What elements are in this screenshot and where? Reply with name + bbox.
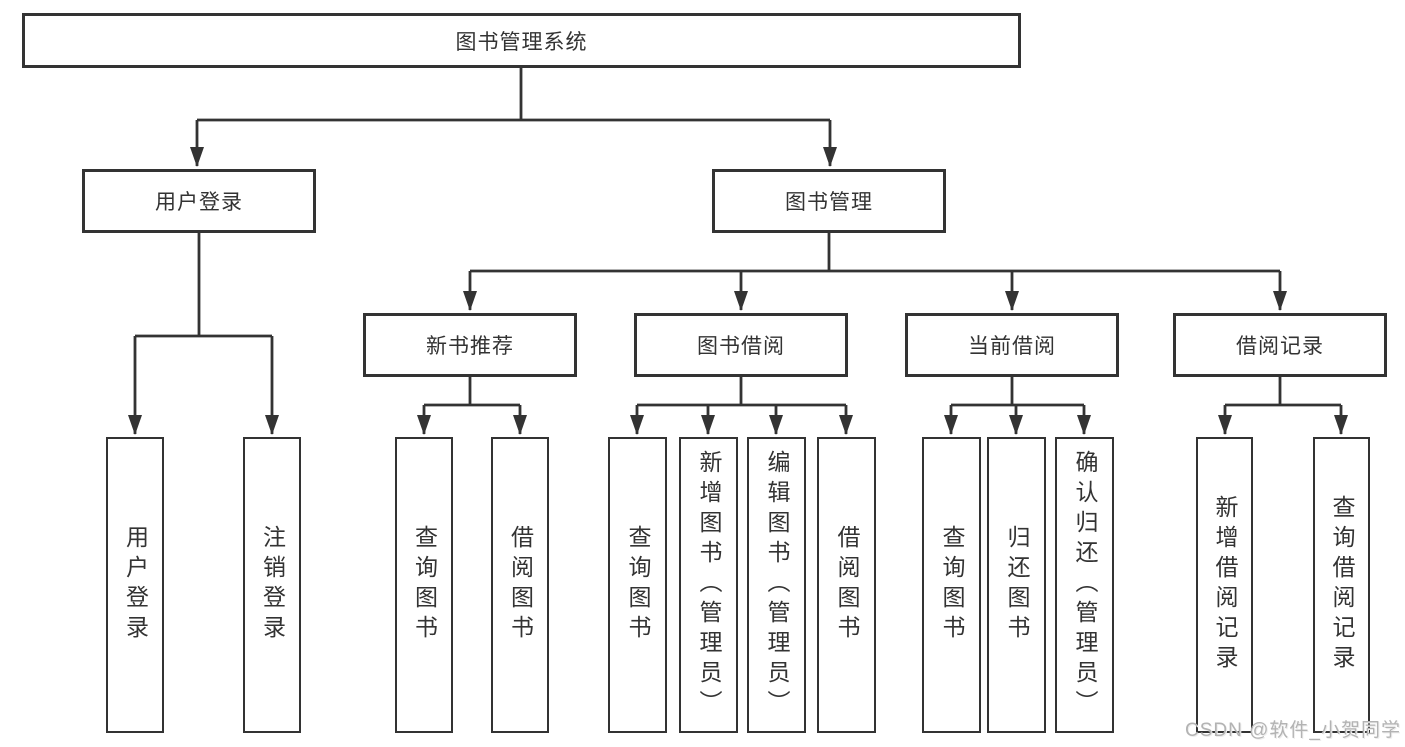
- leaf-borrow-book-1: 借阅图书: [491, 437, 549, 733]
- node-current-borrow: 当前借阅: [905, 313, 1119, 377]
- node-borrow-records-label: 借阅记录: [1236, 335, 1324, 358]
- leaf-return-book-label: 归还图书: [1004, 525, 1030, 645]
- leaf-edit-book-admin: 编辑图书（管理员）: [747, 437, 806, 733]
- leaf-query-book-2-label: 查询图书: [625, 525, 651, 645]
- node-book-management-label: 图书管理: [785, 191, 873, 214]
- leaf-borrow-book-2-label: 借阅图书: [834, 525, 860, 645]
- leaf-query-book-1: 查询图书: [395, 437, 453, 733]
- leaf-add-book-admin: 新增图书（管理员）: [679, 437, 738, 733]
- leaf-user-login: 用户登录: [106, 437, 164, 733]
- node-book-management: 图书管理: [712, 169, 946, 233]
- leaf-user-login-label: 用户登录: [122, 525, 149, 645]
- leaf-add-book-admin-label: 新增图书（管理员）: [696, 450, 722, 720]
- node-user-login-label: 用户登录: [155, 191, 243, 214]
- node-book-borrow: 图书借阅: [634, 313, 848, 377]
- leaf-query-book-3: 查询图书: [922, 437, 981, 733]
- leaf-borrow-book-2: 借阅图书: [817, 437, 876, 733]
- leaf-confirm-return-admin-label: 确认归还（管理员）: [1072, 450, 1098, 720]
- node-library-system-label: 图书管理系统: [455, 30, 588, 54]
- leaf-query-borrow-record: 查询借阅记录: [1313, 437, 1370, 733]
- leaf-query-book-1-label: 查询图书: [411, 525, 438, 645]
- node-current-borrow-label: 当前借阅: [968, 335, 1056, 358]
- leaf-confirm-return-admin: 确认归还（管理员）: [1055, 437, 1114, 733]
- leaf-return-book: 归还图书: [987, 437, 1046, 733]
- leaf-logout: 注销登录: [243, 437, 301, 733]
- leaf-borrow-book-1-label: 借阅图书: [507, 525, 534, 645]
- node-user-login: 用户登录: [82, 169, 316, 233]
- node-borrow-records: 借阅记录: [1173, 313, 1387, 377]
- node-library-system: 图书管理系统: [22, 13, 1021, 68]
- node-book-borrow-label: 图书借阅: [697, 335, 785, 358]
- leaf-query-book-2: 查询图书: [608, 437, 667, 733]
- watermark-csdn: CSDN @软件_小贺同学: [1185, 720, 1401, 741]
- node-new-book-recommend: 新书推荐: [363, 313, 577, 377]
- leaf-query-book-3-label: 查询图书: [939, 525, 965, 645]
- leaf-add-borrow-record: 新增借阅记录: [1196, 437, 1253, 733]
- node-new-book-recommend-label: 新书推荐: [426, 335, 514, 358]
- leaf-edit-book-admin-label: 编辑图书（管理员）: [764, 450, 790, 720]
- leaf-add-borrow-record-label: 新增借阅记录: [1212, 495, 1238, 675]
- leaf-query-borrow-record-label: 查询借阅记录: [1329, 495, 1355, 675]
- leaf-logout-label: 注销登录: [259, 525, 286, 645]
